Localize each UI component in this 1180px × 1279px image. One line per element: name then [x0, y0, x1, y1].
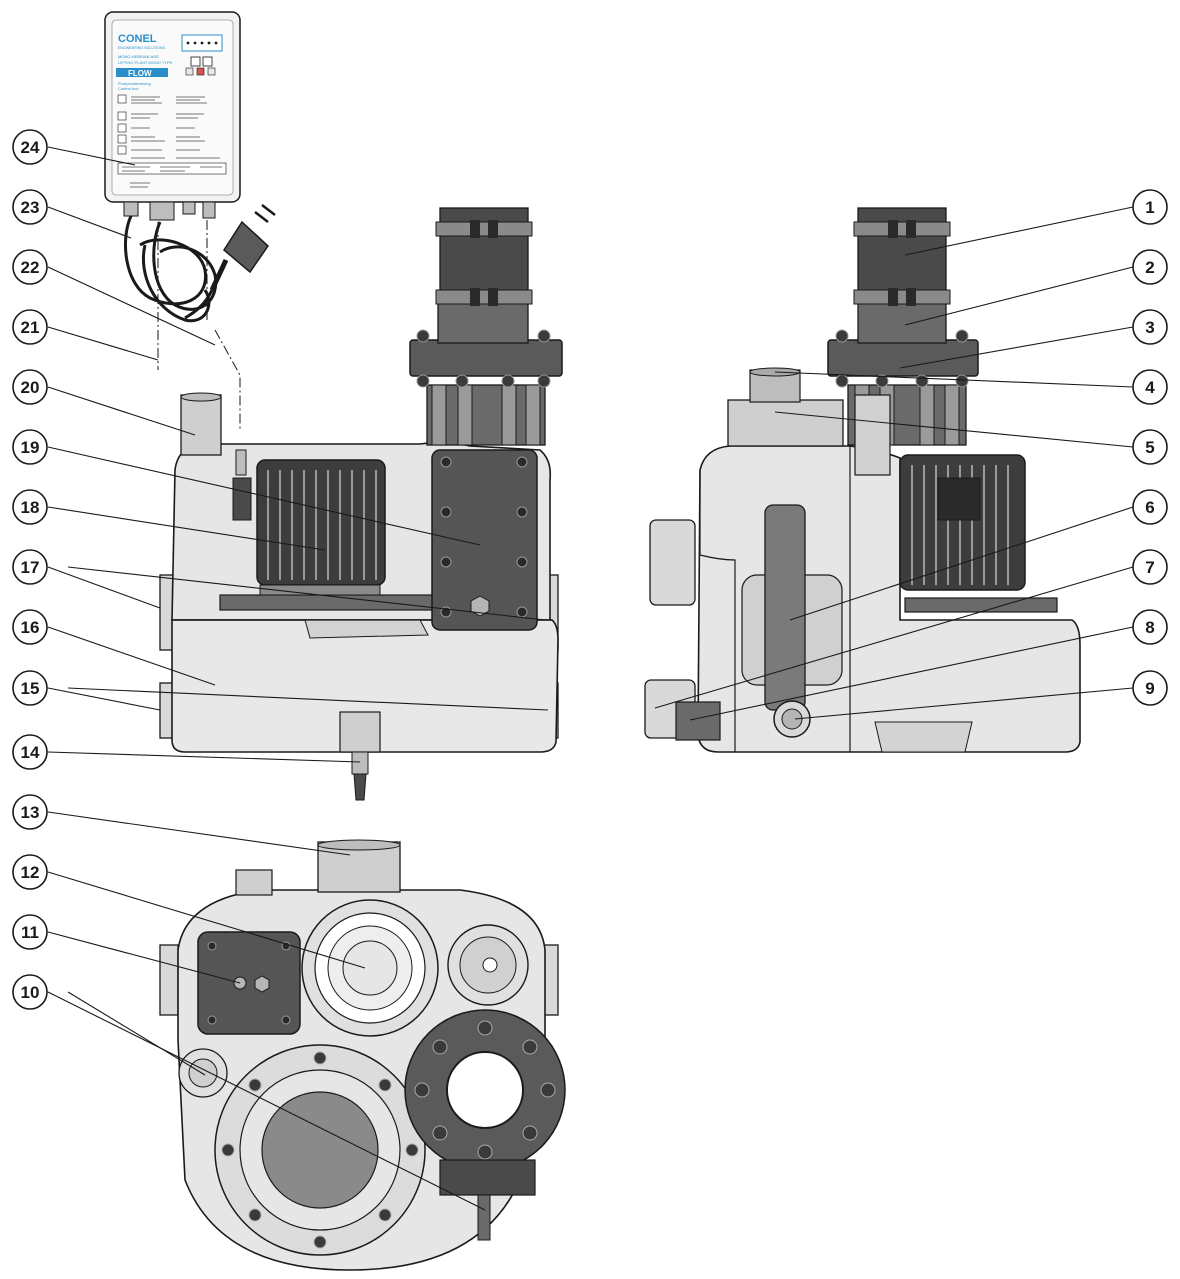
svg-text:20: 20 [21, 378, 40, 397]
callout-9: 9 [1132, 670, 1168, 706]
callouts: 24 23 22 21 20 19 18 17 16 15 14 13 12 1… [12, 129, 1168, 1010]
svg-text:23: 23 [21, 198, 40, 217]
svg-text:16: 16 [21, 618, 40, 637]
callout-18: 18 [12, 489, 48, 525]
power-plug [184, 204, 276, 320]
svg-text:18: 18 [21, 498, 40, 517]
callout-13: 13 [12, 794, 48, 830]
callout-6: 6 [1132, 489, 1168, 525]
front-view [159, 207, 563, 801]
connection-lines [157, 220, 241, 430]
callout-22: 22 [12, 249, 48, 285]
callout-7: 7 [1132, 549, 1168, 585]
leader-lines [47, 146, 1134, 1211]
callout-21: 21 [12, 309, 48, 345]
callout-20: 20 [12, 369, 48, 405]
callout-10: 10 [12, 974, 48, 1010]
svg-text:24: 24 [21, 138, 40, 157]
svg-text:13: 13 [21, 803, 40, 822]
svg-text:19: 19 [21, 438, 40, 457]
svg-text:9: 9 [1145, 679, 1154, 698]
controller-product-line1: MONO-HEBEANLAGE [118, 54, 159, 59]
svg-text:10: 10 [21, 983, 40, 1002]
callout-17: 17 [12, 549, 48, 585]
controller-brand: CONEL [118, 33, 157, 45]
callout-5: 5 [1132, 429, 1168, 465]
callout-19: 19 [12, 429, 48, 465]
svg-text:14: 14 [21, 743, 40, 762]
svg-text:11: 11 [21, 923, 39, 942]
controller-section-title1: Pumpensteuerung [118, 81, 151, 86]
svg-text:17: 17 [21, 558, 40, 577]
svg-text:5: 5 [1145, 438, 1154, 457]
callout-11: 11 [12, 914, 48, 950]
callout-23: 23 [12, 189, 48, 225]
callout-15: 15 [12, 670, 48, 706]
svg-text:1: 1 [1145, 198, 1154, 217]
svg-text:4: 4 [1145, 378, 1155, 397]
svg-text:3: 3 [1145, 318, 1154, 337]
callout-2: 2 [1132, 249, 1168, 285]
controller-product-flow: FLOW [128, 69, 152, 78]
svg-text:21: 21 [21, 318, 40, 337]
svg-text:15: 15 [21, 679, 40, 698]
callout-8: 8 [1132, 609, 1168, 645]
svg-text:22: 22 [21, 258, 40, 277]
callout-4: 4 [1132, 369, 1168, 405]
top-view [159, 839, 566, 1271]
cable-coil [124, 215, 218, 323]
side-view [644, 207, 1081, 753]
controller-section-title2: Control box [118, 86, 138, 91]
callout-14: 14 [12, 734, 48, 770]
svg-text:8: 8 [1145, 618, 1154, 637]
controller-product-line2: LIFTING PLANT MONO TYPE [118, 60, 173, 65]
control-box: CONEL ENGINEERING SOLUTIONS MONO-HEBEANL… [104, 11, 241, 221]
controller-brand-sub: ENGINEERING SOLUTIONS [118, 46, 166, 50]
callout-12: 12 [12, 854, 48, 890]
svg-text:2: 2 [1145, 258, 1154, 277]
callout-16: 16 [12, 609, 48, 645]
cable-glands [123, 201, 216, 221]
callout-1: 1 [1132, 189, 1168, 225]
control-buttons [185, 56, 216, 76]
svg-text:7: 7 [1145, 558, 1154, 577]
svg-text:12: 12 [21, 863, 40, 882]
callout-3: 3 [1132, 309, 1168, 345]
svg-text:6: 6 [1145, 498, 1154, 517]
callout-24: 24 [12, 129, 48, 165]
